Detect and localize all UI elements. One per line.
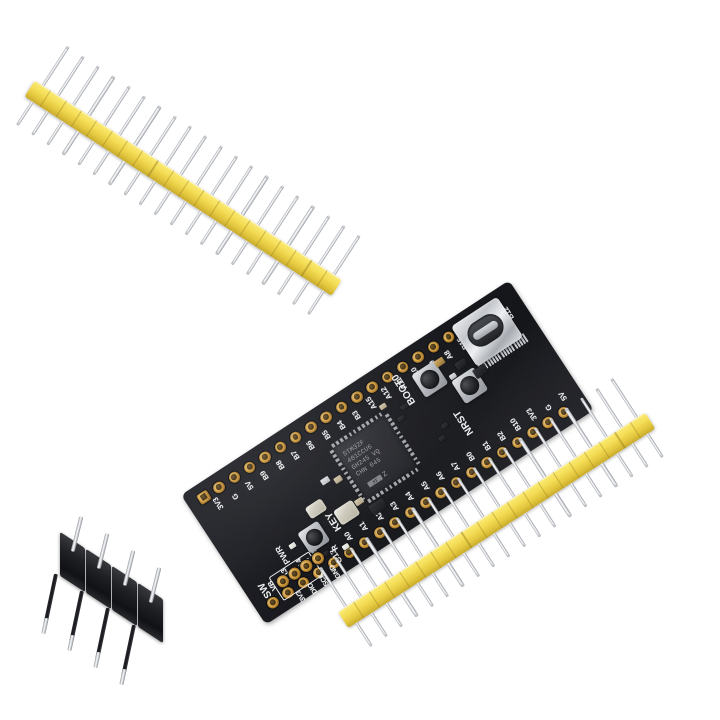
black-header-leg-tip (41, 617, 49, 635)
pin-label: A7 (449, 459, 462, 473)
pcb-pad (287, 429, 304, 446)
pin-label: B4 (334, 418, 348, 432)
swd-pin-label: DIO (306, 581, 320, 595)
swd-pin-label: 3V3 (295, 588, 308, 603)
smd-inductor (433, 356, 446, 368)
black-header-leg-tip (93, 651, 101, 669)
header-pin (47, 120, 65, 145)
pin-label: B9 (258, 468, 271, 482)
pin-label: 3V3 (523, 406, 539, 423)
header-pin (646, 432, 664, 457)
smd-capacitor (333, 474, 344, 485)
pin-label: A3 (387, 499, 401, 513)
pcb-pad (211, 479, 228, 496)
header-pin (580, 398, 608, 439)
pcb-pad (302, 419, 319, 436)
pin-label: G (229, 491, 241, 502)
nrst-label: NRST (451, 408, 477, 437)
pin-label: A0 (341, 529, 355, 543)
header-pin (615, 452, 633, 477)
pin-label: B8 (273, 458, 287, 472)
pin-label: B7 (288, 448, 302, 462)
header-pin (569, 482, 587, 507)
smd-resistor (396, 414, 406, 423)
pcb-pad (410, 348, 427, 365)
pin-label: A15 (363, 394, 378, 412)
pin-label: 5V (556, 389, 569, 403)
header-pin (538, 502, 556, 527)
header-pin (492, 532, 510, 556)
key-button-cap (302, 525, 326, 549)
power-led (288, 541, 297, 550)
header-pin (446, 562, 464, 586)
pcb-pad (256, 449, 273, 466)
pin-label: 5V (243, 478, 256, 492)
pcb-pad (272, 439, 289, 456)
header-pin (600, 462, 618, 487)
usb-c-connector (450, 296, 524, 367)
pcb-pad (333, 399, 350, 416)
header-pin (385, 602, 403, 626)
pcb-board: 3V3G5VB9B8B7B6B5B4B3A15A12A11A10A9A8B15B… (119, 139, 594, 625)
key-button[interactable] (297, 520, 331, 554)
pcb-pad (318, 409, 335, 426)
black-header-leg-tip (67, 634, 75, 652)
header-pin (431, 572, 449, 596)
smd-resistor (440, 421, 449, 430)
header-pin (610, 378, 639, 419)
pcb-pad (226, 469, 243, 486)
pin-label: B5 (319, 428, 333, 442)
header-pin (630, 442, 648, 467)
pin-label: B10 (508, 416, 523, 433)
pin-label: B1 (479, 439, 493, 453)
pin-label: A5 (418, 479, 432, 493)
pin-label: B0 (464, 449, 478, 463)
header-pin (62, 130, 80, 155)
st-logo-icon: ST (367, 474, 383, 488)
pin-label: G (542, 402, 554, 413)
header-pin (477, 542, 495, 566)
header-pin (554, 492, 572, 517)
header-pin (370, 612, 387, 636)
smd-diode (453, 357, 469, 371)
header-pin (400, 592, 418, 616)
header-pin (93, 150, 111, 174)
black-header-leg-tip (119, 668, 127, 686)
header-pin (78, 140, 95, 165)
smd-capacitor (319, 475, 331, 486)
header-pin (508, 522, 525, 546)
header-pin (462, 552, 479, 576)
boot0-button-cap (416, 366, 443, 393)
smd-resistor (399, 402, 409, 412)
svg-text:ST: ST (372, 477, 379, 484)
pin-label: B2 (495, 429, 508, 443)
pin-label: A6 (433, 469, 447, 483)
pin-label: B3 (350, 408, 363, 422)
header-pin (416, 582, 433, 606)
smd-resistor (437, 434, 447, 443)
pcb-pad (364, 378, 381, 396)
header-pin (354, 622, 372, 646)
header-pin (32, 110, 49, 135)
pcb-pad (241, 459, 258, 476)
pin-label: B6 (304, 438, 317, 452)
pin-label: A12 (378, 384, 394, 402)
pcb-substrate: 3V3G5VB9B8B7B6B5B4B3A15A12A11A10A9A8B15B… (181, 280, 594, 625)
pcb-pad (425, 338, 442, 355)
pin-label: A1 (357, 519, 370, 533)
pin-label: A4 (403, 489, 416, 503)
header-pin (523, 512, 541, 536)
header-pin (595, 388, 624, 429)
black-pin-header (41, 500, 220, 686)
header-pin (584, 472, 602, 497)
pcb-pad (348, 388, 365, 406)
header-pin (16, 100, 34, 125)
